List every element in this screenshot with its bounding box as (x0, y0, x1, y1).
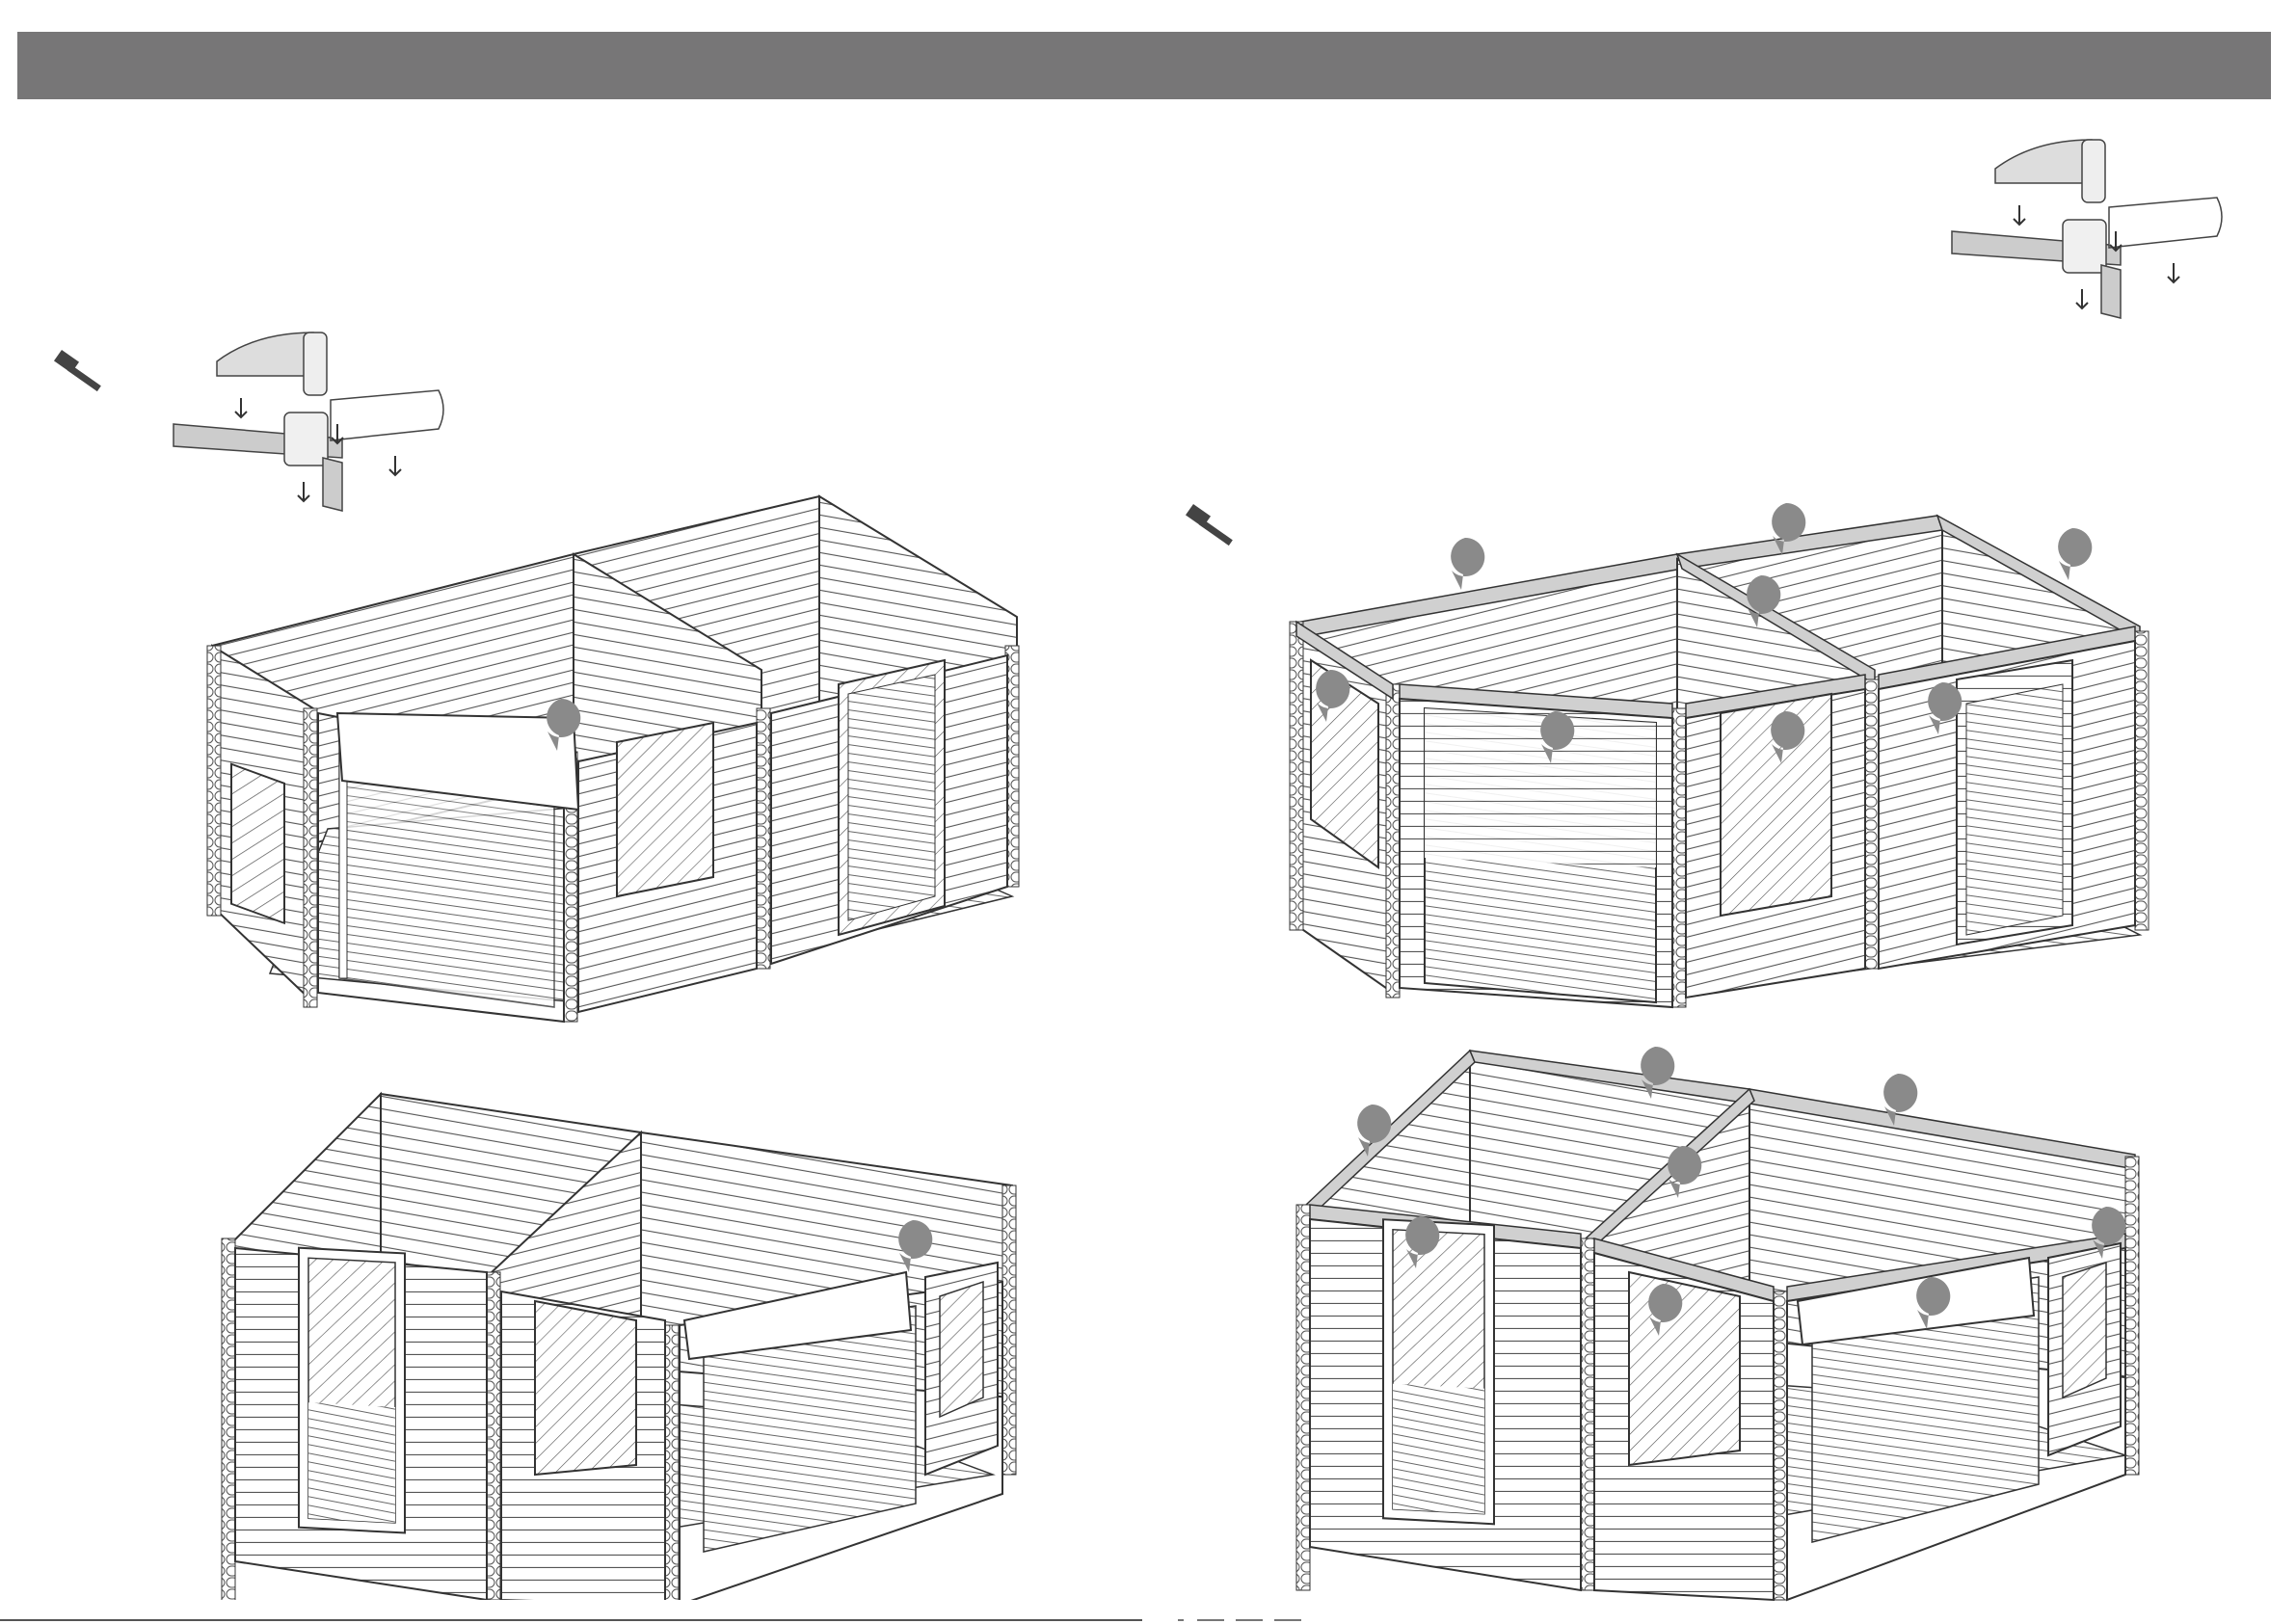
drop-marker-icon (1451, 538, 1484, 590)
hammer-icon (54, 350, 101, 391)
cabin-drawing (222, 1094, 1016, 1600)
log-joint-detail-icon (174, 333, 443, 511)
drop-marker-icon (2058, 528, 2092, 580)
step-4-bottom-right (1287, 1041, 2154, 1610)
step-1-top-left (39, 328, 1041, 1041)
cabin-drawing (1296, 1047, 2139, 1600)
header-bar (17, 32, 2271, 99)
cabin-drawing (1290, 503, 2149, 1007)
footer-marks (1178, 1617, 1303, 1623)
footer-rule (0, 1619, 1142, 1621)
step-3-top-right (1176, 125, 2265, 1041)
log-joint-detail-icon (1952, 140, 2222, 318)
cabin-drawing (207, 496, 1019, 1022)
step-2-bottom-left (212, 1079, 1041, 1600)
hammer-icon (1186, 504, 1233, 546)
